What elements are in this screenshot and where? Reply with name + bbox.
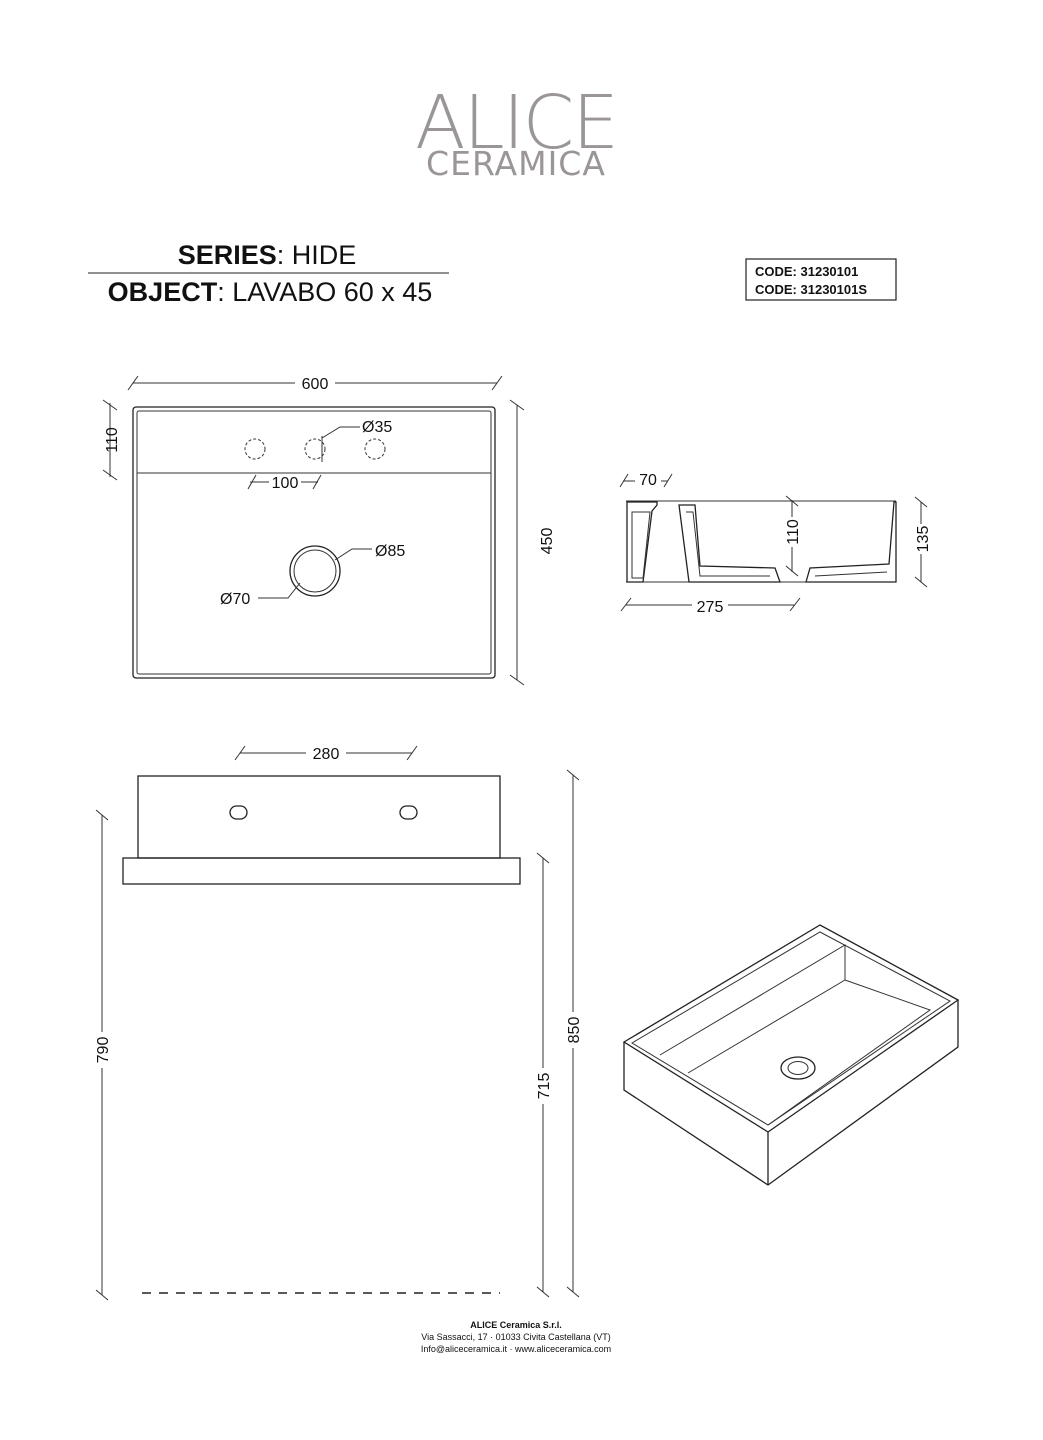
dim-790: 790 <box>95 1037 112 1064</box>
logo-line1: ALICE <box>415 80 617 166</box>
footer-contact: Info@aliceceramica.it · www.aliceceramic… <box>421 1344 611 1354</box>
product-code: CODE: 31230101 <box>755 264 858 279</box>
product-code: CODE: 31230101S <box>755 282 867 297</box>
code-box <box>745 258 897 301</box>
dim-drain-inner: Ø70 <box>220 591 250 608</box>
object-title: OBJECT: LAVABO 60 x 45 <box>108 277 433 307</box>
dim-tap-hole: Ø35 <box>362 419 392 436</box>
dim-height: 135 <box>915 526 932 553</box>
dim-depth: 450 <box>539 528 556 555</box>
footer-address: Via Sassacci, 17 · 01033 Civita Castella… <box>421 1332 610 1342</box>
dim-drain-offset: 275 <box>697 599 724 616</box>
dim-rear: 110 <box>104 427 121 453</box>
section-view: 70 110 135 275 <box>619 470 932 616</box>
dim-tap-spacing: 100 <box>272 475 299 492</box>
dim-715: 715 <box>536 1073 553 1100</box>
dim-basin-depth: 110 <box>785 519 802 545</box>
top-view: 600 450 110 Ø35 100 Ø85 Ø70 <box>102 374 556 686</box>
front-view: 280 790 715 850 <box>94 744 583 1301</box>
dim-drain-outer: Ø85 <box>375 543 405 560</box>
brand-logo: ALICE CERAMICA <box>415 80 619 183</box>
dim-rim: 70 <box>639 472 657 489</box>
dim-850: 850 <box>566 1017 583 1044</box>
logo-line2: CERAMICA <box>426 144 606 183</box>
footer: ALICE Ceramica S.r.l. Via Sassacci, 17 ·… <box>421 1320 611 1354</box>
isometric-view <box>622 924 960 1186</box>
dim-width: 600 <box>302 376 329 393</box>
series-title: SERIES: HIDE <box>178 240 357 270</box>
footer-company: ALICE Ceramica S.r.l. <box>470 1320 562 1330</box>
dim-hole-spacing: 280 <box>313 746 340 763</box>
